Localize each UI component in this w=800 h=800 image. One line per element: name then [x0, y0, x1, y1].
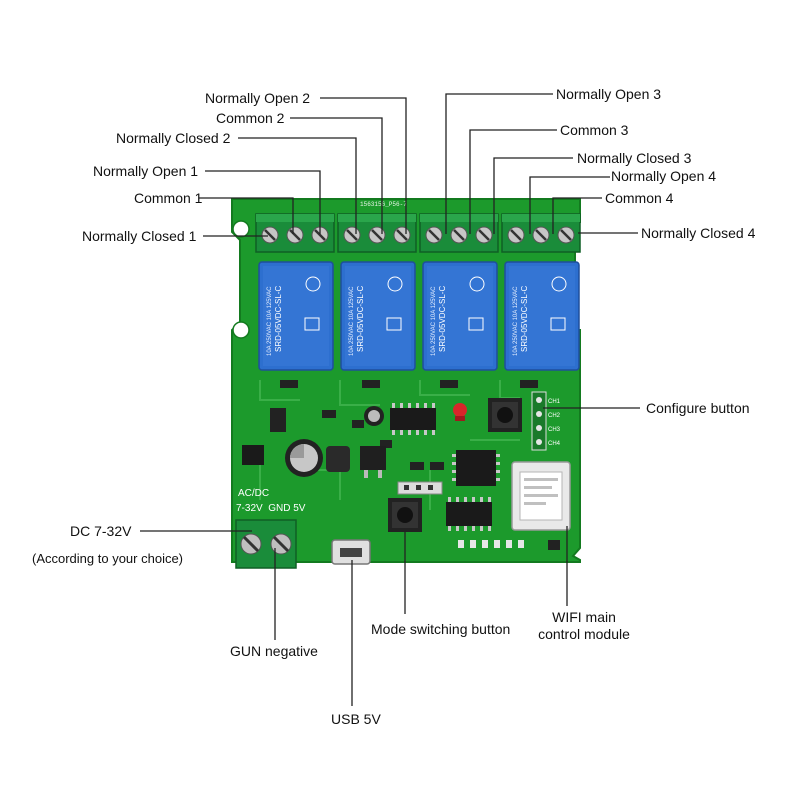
status-led	[453, 403, 467, 417]
relay-rating-text: 10A 250VAC 10A 125VAC	[513, 286, 519, 356]
label-configure-button: Configure button	[646, 400, 750, 416]
label-normally-closed-2: Normally Closed 2	[116, 130, 231, 146]
relay-rating-text: 10A 250VAC 10A 125VAC	[349, 286, 355, 356]
voltage-regulator	[360, 446, 386, 470]
label-mode-switching-button: Mode switching button	[371, 621, 511, 637]
ic-chip-2	[452, 450, 500, 486]
relay-model-text: SRD-05VDC-SL-C	[438, 286, 447, 352]
terminal-block-2	[337, 213, 417, 253]
label-normally-open-1: Normally Open 1	[93, 163, 199, 179]
label-common-2: Common 2	[216, 110, 285, 126]
mode-switching-button[interactable]	[388, 498, 422, 532]
relay-rating-text: 10A 250VAC 10A 125VAC	[431, 286, 437, 356]
label-wifi-line1: WIFI main	[552, 609, 616, 625]
channel-mark: CH1	[548, 399, 561, 405]
label-normally-open-4: Normally Open 4	[611, 168, 717, 184]
label-normally-open-2: Normally Open 2	[205, 90, 311, 106]
relay-terminal-blocks	[255, 213, 581, 253]
label-common-1: Common 1	[134, 190, 203, 206]
ic-chip-3	[446, 497, 492, 531]
terminal-block-4	[501, 213, 581, 253]
usb-port	[331, 539, 371, 565]
label-wifi-line2: control module	[538, 626, 630, 642]
channel-mark: CH4	[548, 441, 561, 447]
channel-mark: CH2	[548, 413, 561, 419]
label-gun-negative: GUN negative	[230, 643, 318, 659]
label-dc-input: DC 7-32V	[70, 523, 132, 539]
label-common-4: Common 4	[605, 190, 674, 206]
channel-mark: CH3	[548, 427, 561, 433]
wifi-module	[511, 461, 571, 531]
relay-model-text: SRD-05VDC-SL-C	[274, 286, 283, 352]
label-normally-open-3: Normally Open 3	[556, 86, 662, 102]
electrolytic-capacitor	[285, 439, 323, 477]
configure-button[interactable]	[488, 398, 522, 432]
leader-lines	[140, 93, 640, 706]
board-power-pins-label: 7-32V GND 5V	[236, 503, 306, 514]
power-terminal-block	[235, 519, 297, 569]
label-common-3: Common 3	[560, 122, 629, 138]
side-connector	[531, 391, 547, 451]
inductor	[326, 446, 350, 472]
relay-model-text: SRD-05VDC-SL-C	[356, 286, 365, 352]
ic-chip-1	[390, 403, 436, 435]
silkscreen-label: 1563156_P56-7	[360, 201, 407, 208]
relay-rating-text: 10A 250VAC 10A 125VAC	[267, 286, 273, 356]
label-usb-5v: USB 5V	[331, 711, 381, 727]
label-normally-closed-3: Normally Closed 3	[577, 150, 692, 166]
board-power-label: AC/DC	[238, 488, 269, 499]
label-normally-closed-1: Normally Closed 1	[82, 228, 197, 244]
transistor	[242, 445, 264, 465]
relay-model-text: SRD-05VDC-SL-C	[520, 286, 529, 352]
label-according-choice: (According to your choice)	[32, 551, 184, 566]
terminal-block-3	[419, 213, 499, 253]
terminal-block-1	[255, 213, 335, 253]
label-normally-closed-4: Normally Closed 4	[641, 225, 756, 241]
pin-header	[397, 481, 443, 495]
